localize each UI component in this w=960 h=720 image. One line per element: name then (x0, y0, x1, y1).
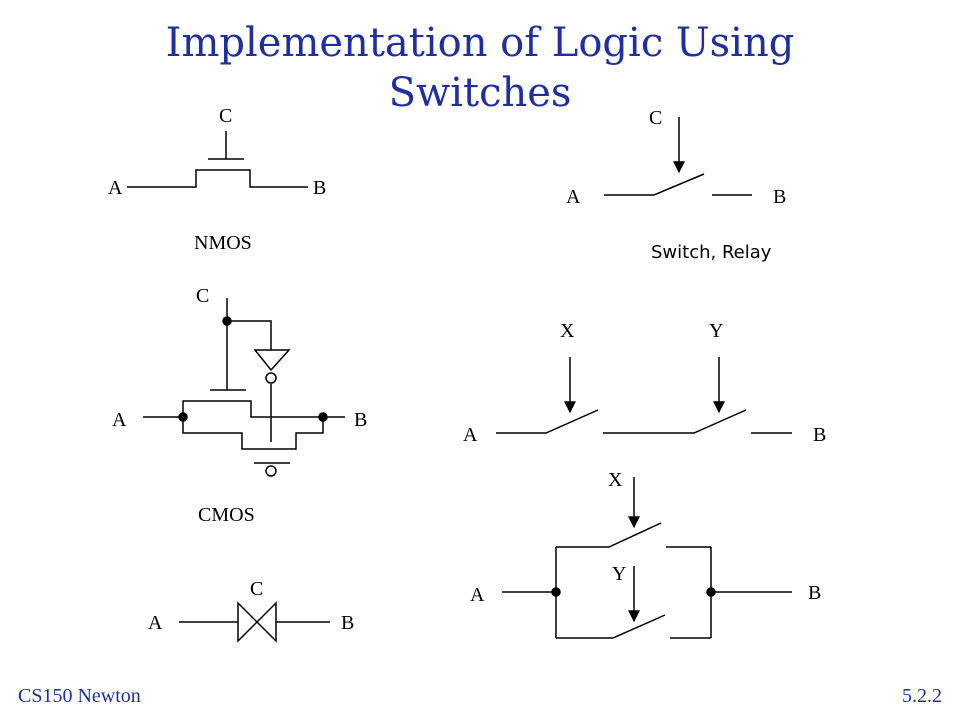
tgate-label-a: A (148, 612, 163, 634)
cmos-junction-dot (318, 412, 328, 422)
title-line-1: Implementation of Logic Using (165, 20, 795, 66)
slide-title: Implementation of Logic Using Switches (0, 18, 960, 118)
cmos-inverter-bubble (265, 372, 277, 384)
cmos-junction-dot (222, 316, 232, 326)
series-switches (496, 409, 792, 434)
tgate-symbol (179, 601, 330, 643)
relay-label-b: B (773, 186, 786, 208)
series-label-y: Y (709, 320, 723, 342)
tgate-label-b: B (341, 612, 354, 634)
cmos-junction-dot (178, 412, 188, 422)
nmos-caption: NMOS (194, 232, 252, 254)
transmission-gate-diagram: C A B (148, 578, 354, 643)
parallel-label-x: X (608, 469, 623, 491)
cmos-pmos-gate-bubble (265, 465, 277, 477)
series-label-a: A (463, 424, 478, 446)
nmos-label-a: A (108, 177, 123, 199)
parallel-switches (502, 522, 792, 639)
series-label-b: B (813, 424, 826, 446)
footer-course: CS150 Newton (18, 685, 141, 707)
cmos-diagram: C A B CMOS (112, 285, 367, 526)
parallel-label-b: B (808, 582, 821, 604)
series-switch-diagram: X Y A B (463, 320, 826, 446)
cmos-label-b: B (354, 409, 367, 431)
cmos-label-c: C (196, 285, 209, 307)
title-line-2: Switches (388, 70, 572, 116)
nmos-diagram: C A B NMOS (108, 105, 326, 254)
footer-slide-number: 5.2.2 (902, 685, 942, 707)
parallel-switch-diagram: X Y A B (470, 469, 821, 639)
relay-diagram: C A B Switch, Relay (566, 107, 786, 263)
relay-switch-symbol (604, 173, 752, 196)
nmos-label-b: B (313, 177, 326, 199)
cmos-caption: CMOS (198, 504, 255, 526)
series-label-x: X (560, 320, 575, 342)
nmos-transistor-symbol (127, 131, 308, 188)
relay-label-a: A (566, 186, 581, 208)
parallel-label-a: A (470, 584, 485, 606)
tgate-label-c: C (250, 578, 263, 600)
nmos-label-c: C (219, 105, 232, 127)
relay-label-c: C (649, 107, 662, 129)
relay-caption: Switch, Relay (651, 242, 772, 263)
cmos-circuit (143, 298, 345, 464)
cmos-label-a: A (112, 409, 127, 431)
parallel-junction-dot (706, 587, 716, 597)
parallel-label-y: Y (612, 563, 626, 585)
parallel-junction-dot (551, 587, 561, 597)
